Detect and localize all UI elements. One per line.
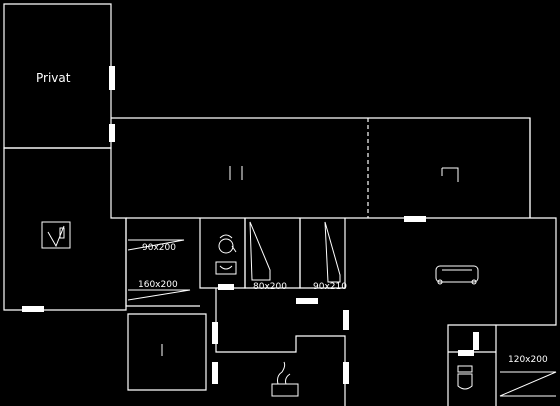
bed-label-5: 120x200: [508, 355, 548, 365]
bedroom-2-wall: [125, 218, 200, 307]
door-bath: [218, 284, 234, 290]
window-right: [473, 332, 479, 350]
toilet-right-icon: [457, 365, 473, 390]
window-private: [109, 66, 115, 90]
bed-3-shape: [249, 221, 271, 281]
sofa-icon: [435, 265, 479, 285]
bed-label-2: 160x200: [138, 280, 178, 290]
table-icon-1: [229, 166, 243, 180]
bed-5-shape: [499, 371, 557, 397]
tv-icon: [41, 221, 71, 249]
sink-icon: [215, 261, 237, 275]
window-lower-4: [343, 362, 349, 384]
dashed-lines: [118, 117, 531, 391]
bedroom-4-wall: [299, 218, 346, 289]
bed-label-3: 80x200: [253, 282, 287, 292]
bed-label-1: 90x200: [142, 243, 176, 253]
fixtures: [41, 166, 479, 397]
bed-4-shape: [324, 221, 341, 283]
bed-2-shape: [127, 289, 191, 301]
beds: [127, 221, 557, 397]
stove-icon: [271, 361, 299, 397]
door-corridor: [296, 298, 318, 304]
table-icon-2: [441, 167, 459, 182]
door-living-right: [404, 216, 426, 222]
window-lower-3: [343, 310, 349, 330]
window-bedroom-left: [22, 306, 44, 312]
lower-room-dashed: [127, 314, 206, 391]
window-lower-1: [212, 322, 218, 344]
window-lower-2: [212, 362, 218, 384]
toilet-icon: [218, 234, 237, 254]
door-bath-right: [458, 350, 474, 356]
openings: [22, 66, 479, 384]
private-room-label: Privat: [36, 71, 71, 85]
bed-1-shape: [127, 239, 185, 251]
bed-label-4: 90x210: [313, 282, 347, 292]
window-private-2: [109, 124, 115, 142]
